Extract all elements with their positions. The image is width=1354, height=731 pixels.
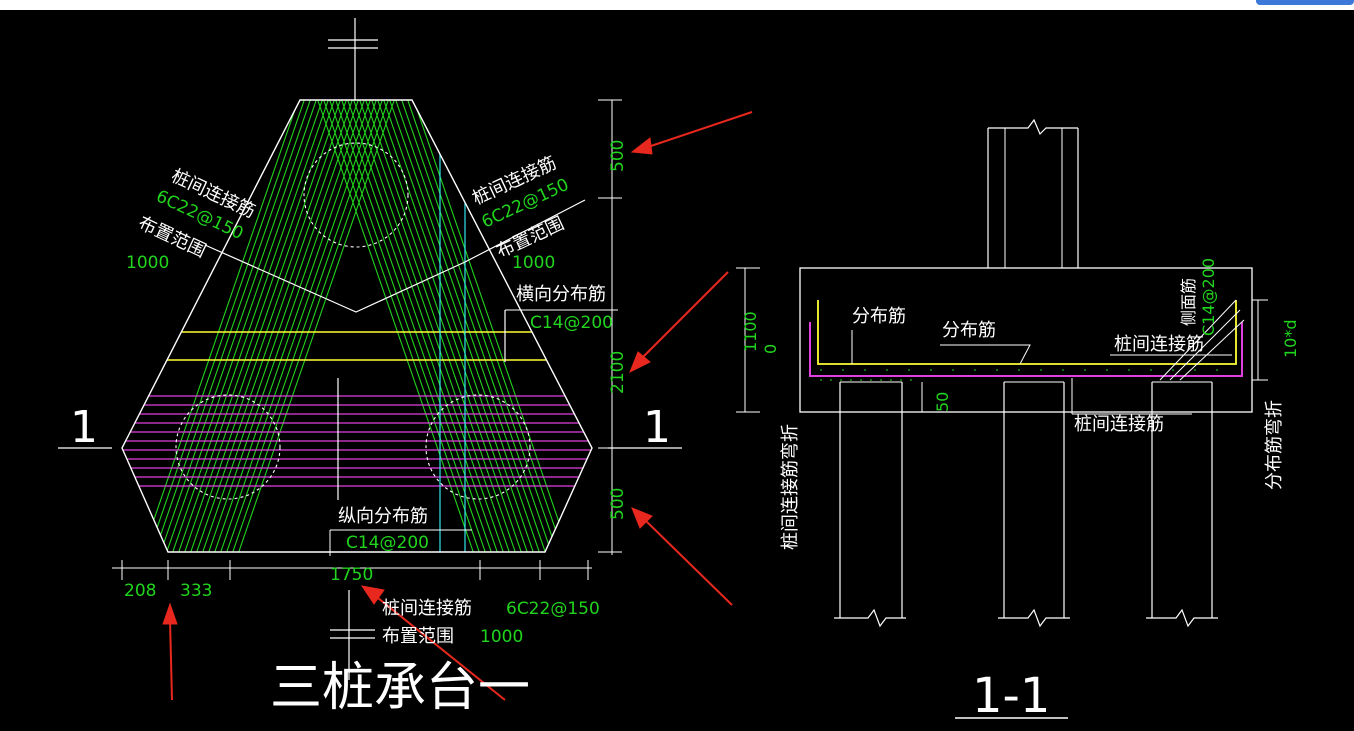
diag-rebar-line [157, 100, 319, 552]
rebar-hatching [122, 100, 592, 552]
window-top-bar [0, 0, 1354, 10]
pile-left [175, 394, 281, 500]
annotation-arrows [162, 111, 753, 701]
bottom-conn-label: 桩间连接筋 [382, 598, 472, 619]
sec-label-dist1: 分布筋 [852, 306, 906, 327]
left-range-value: 1000 [126, 253, 169, 273]
diag-rebar-line [369, 100, 531, 552]
sec-dim-10d: 10*d [1281, 319, 1300, 358]
sec-label-conn2: 桩间连接筋 [1074, 414, 1164, 435]
diag-rebar-line [339, 100, 501, 552]
section-yellow-rebar [817, 300, 1237, 365]
diag-rebar-line [169, 100, 331, 552]
diag-rebar-line [381, 100, 543, 552]
right-diagonal-rebar [315, 100, 573, 552]
top-right-button[interactable] [1256, 0, 1354, 5]
diag-rebar-line [199, 100, 361, 552]
diag-rebar-line [187, 100, 349, 552]
dim-bot: 500 [608, 488, 628, 520]
diag-rebar-line [223, 100, 385, 552]
dim-top: 500 [608, 140, 628, 172]
section-magenta-rebar [809, 322, 1243, 377]
diag-rebar-line [205, 100, 367, 552]
diag-rebar-line [315, 100, 477, 552]
section-mark-right: 1 [643, 402, 671, 453]
dim-mid: 2100 [608, 351, 628, 394]
sec-label-conn-bend: 桩间连接筋弯折 [780, 424, 801, 550]
diag-rebar-line [193, 100, 355, 552]
trans-spec: C14@200 [530, 313, 613, 333]
diag-rebar-line [151, 100, 313, 552]
trans-label: 横向分布筋 [516, 284, 606, 305]
bottom-range-label: 布置范围 [382, 626, 454, 647]
sec-label-side: 侧面筋 [1179, 278, 1198, 326]
section-view [736, 118, 1268, 719]
diag-rebar-line [399, 100, 561, 552]
diag-rebar-line [405, 100, 567, 552]
diag-rebar-line [181, 100, 343, 552]
horizontal-rebar [122, 395, 592, 487]
diag-rebar-line [387, 100, 549, 552]
sec-label-dist-bend: 分布筋弯折 [1264, 400, 1285, 490]
diag-rebar-line [393, 100, 555, 552]
diag-rebar-line [235, 100, 397, 552]
plan-view [58, 18, 682, 680]
diag-rebar-line [375, 100, 537, 552]
dim-208: 208 [124, 581, 156, 601]
long-spec: C14@200 [346, 533, 429, 553]
plan-labels: 三桩承台一 1 1 桩间连接筋 6C22@150 布置范围 1000 桩间连接筋… [70, 140, 671, 718]
diag-rebar-line [411, 100, 573, 552]
section-mark-left: 1 [70, 402, 98, 453]
dim-333: 333 [180, 581, 212, 601]
long-label: 纵向分布筋 [338, 506, 428, 527]
sec-dim-height: 1100 [741, 311, 760, 352]
diag-rebar-line [327, 100, 489, 552]
diag-rebar-line [345, 100, 507, 552]
bottom-range-value: 1000 [480, 627, 523, 647]
bottom-conn-spec: 6C22@150 [506, 599, 600, 619]
section-title: 1-1 [972, 668, 1050, 724]
diag-rebar-line [351, 100, 513, 552]
sec-label-dist2: 分布筋 [942, 320, 996, 341]
sec-label-conn1: 桩间连接筋 [1114, 334, 1204, 355]
diag-rebar-line [139, 100, 301, 552]
diag-rebar-line [175, 100, 337, 552]
pile-top [303, 142, 409, 248]
diag-rebar-line [229, 100, 391, 552]
diag-rebar-line [357, 100, 519, 552]
plan-title: 三桩承台一 [270, 658, 530, 718]
diag-rebar-line [163, 100, 325, 552]
diag-rebar-line [145, 100, 307, 552]
diag-rebar-line [363, 100, 525, 552]
diag-rebar-line [321, 100, 483, 552]
diag-rebar-line [211, 100, 373, 552]
pile-cap-outline [121, 99, 593, 553]
sec-dim-50: 50 [933, 392, 952, 412]
section-labels: 1-1 1100 0 50 10*d 分布筋 分布筋 桩间连接筋 桩间连接筋 侧… [741, 258, 1300, 724]
dim-1750: 1750 [330, 565, 373, 585]
diag-rebar-line [217, 100, 379, 552]
right-range-value: 1000 [512, 253, 555, 273]
sec-dim-height2: 0 [761, 344, 780, 354]
pile-right [425, 394, 531, 500]
diag-rebar-line [333, 100, 495, 552]
sec-label-side-spec: C14@200 [1199, 258, 1218, 336]
